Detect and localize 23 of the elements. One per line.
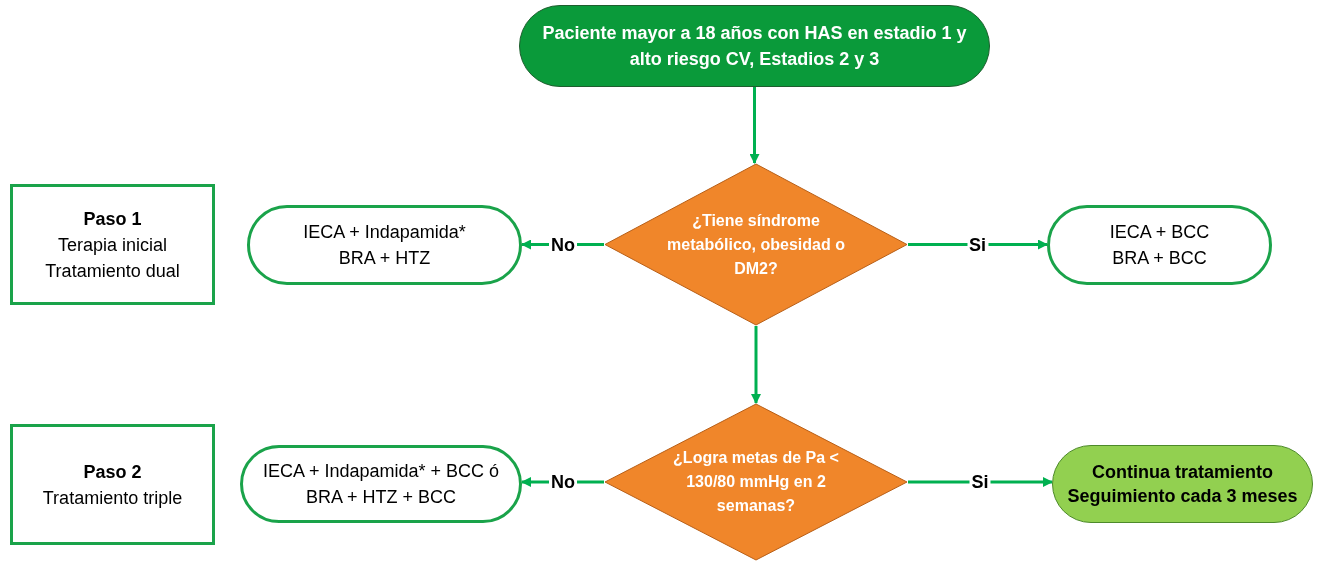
node-text: Tratamiento triple: [42, 486, 183, 510]
arrow: [908, 239, 1048, 250]
step-heading: Paso 1: [83, 207, 142, 231]
node-text: Paciente mayor a 18 años con HAS en estadio 1 y alto riesgo CV, Estadios 2 y 3: [541, 22, 968, 71]
node-text: BRA + HTZ: [338, 247, 431, 270]
node-text: BRA + BCC: [1112, 247, 1207, 270]
arrow: [908, 477, 1053, 487]
decision-diamond: [604, 403, 908, 561]
step-box: [10, 424, 215, 545]
node-text: BRA + HTZ + BCC: [305, 486, 456, 509]
step-heading: Paso 2: [83, 460, 142, 484]
arrow: [751, 326, 761, 404]
arrow: [749, 87, 760, 164]
step-box: [10, 184, 215, 305]
node-text: IECA + Indapamida* + BCC ó: [262, 460, 500, 483]
node-text: IECA + Indapamida*: [303, 221, 466, 244]
node-text: Terapia inicial: [57, 233, 168, 257]
node-text: IECA + BCC: [1109, 221, 1210, 244]
node-text: Tratamiento dual: [45, 259, 180, 283]
node-text: ¿Tiene síndrome metabólico, obesidad o DM2?: [666, 210, 846, 279]
decision-diamond: [604, 163, 908, 326]
node-text: ¿Logra metas de Pa < 130/80 mmHg en 2 semanas?: [672, 448, 840, 516]
node-text: Continua tratamiento Seguimiento cada 3 meses: [1066, 461, 1299, 508]
